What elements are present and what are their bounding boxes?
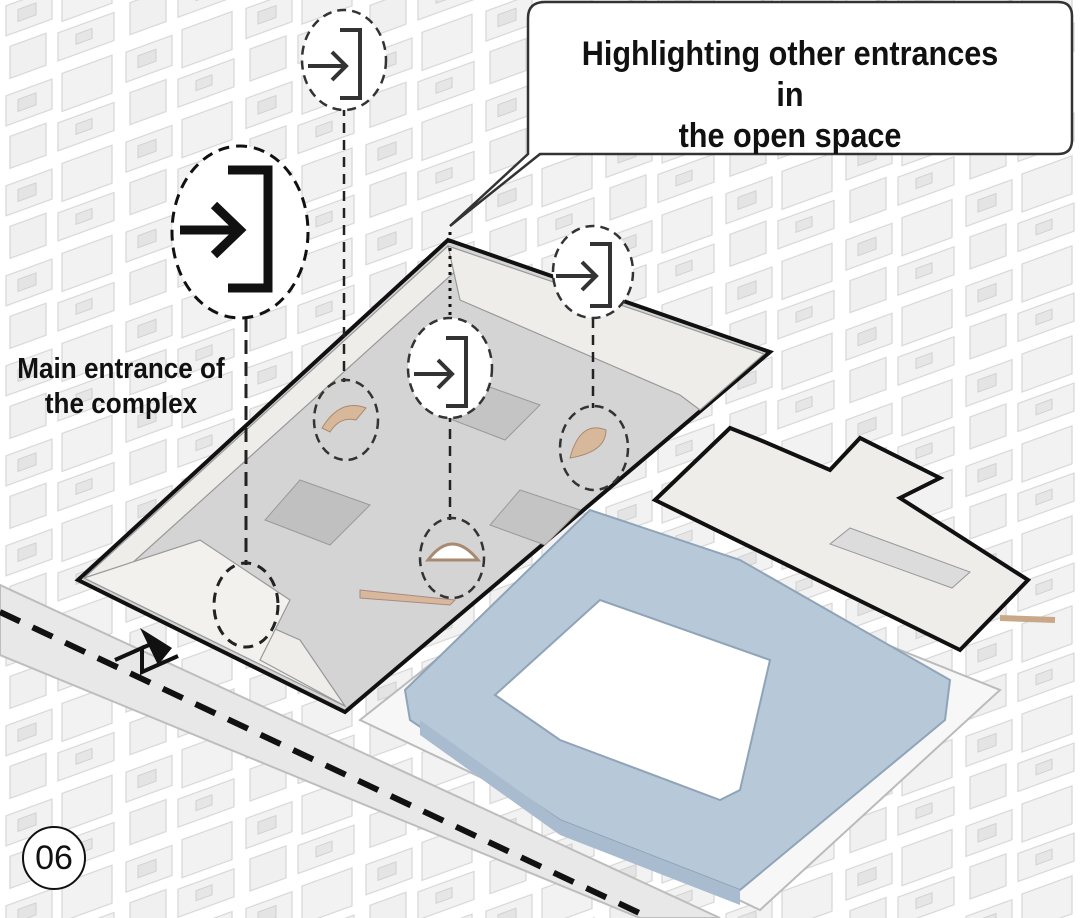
- arch-opening-icon: [569, 427, 607, 459]
- complex-entry-block: [82, 539, 346, 707]
- main-entrance-line-1: Main entrance of: [17, 353, 225, 385]
- arrow-up-icon: [114, 628, 179, 676]
- street: [0, 583, 721, 918]
- enter-door-icon: [180, 165, 273, 293]
- enter-door-icon: [556, 242, 612, 308]
- figure-number-badge: 06: [22, 826, 86, 890]
- entrance-marker-center: [406, 316, 494, 420]
- arch-marker-3: [558, 404, 630, 492]
- main-entrance-label: Main entrance of the complex: [4, 352, 238, 422]
- arch-marker-main: [212, 561, 280, 649]
- enter-door-icon: [308, 28, 362, 100]
- highlight-building-arcade: [420, 720, 740, 905]
- entrance-marker-right: [551, 224, 635, 320]
- east-building-skylight: [828, 527, 971, 589]
- arch-marker-1: [312, 378, 380, 462]
- entrance-marker-main: [170, 144, 310, 320]
- arch-opening-icon: [424, 542, 482, 562]
- passage-ramp: [359, 589, 457, 606]
- enter-door-icon: [414, 336, 468, 408]
- main-entrance-line-2: the complex: [44, 387, 198, 420]
- highlight-building-courtyard: [493, 598, 772, 802]
- courtyard-pool-2: [264, 479, 371, 546]
- callout-line-1: Highlighting other entrances in: [581, 35, 999, 114]
- complex-back-wing: [447, 245, 766, 411]
- street-dashed-axis: [0, 609, 652, 918]
- callout-line-2: the open space: [678, 116, 902, 155]
- entrance-marker-top: [300, 8, 388, 112]
- arch-marker-2: [418, 516, 486, 600]
- callout-box: [449, 0, 1074, 227]
- callout-label: Highlighting other entrances in the open…: [565, 34, 1015, 156]
- east-path: [999, 615, 1056, 623]
- arch-opening-icon: [321, 405, 367, 433]
- courtyard-pool-3: [489, 489, 581, 546]
